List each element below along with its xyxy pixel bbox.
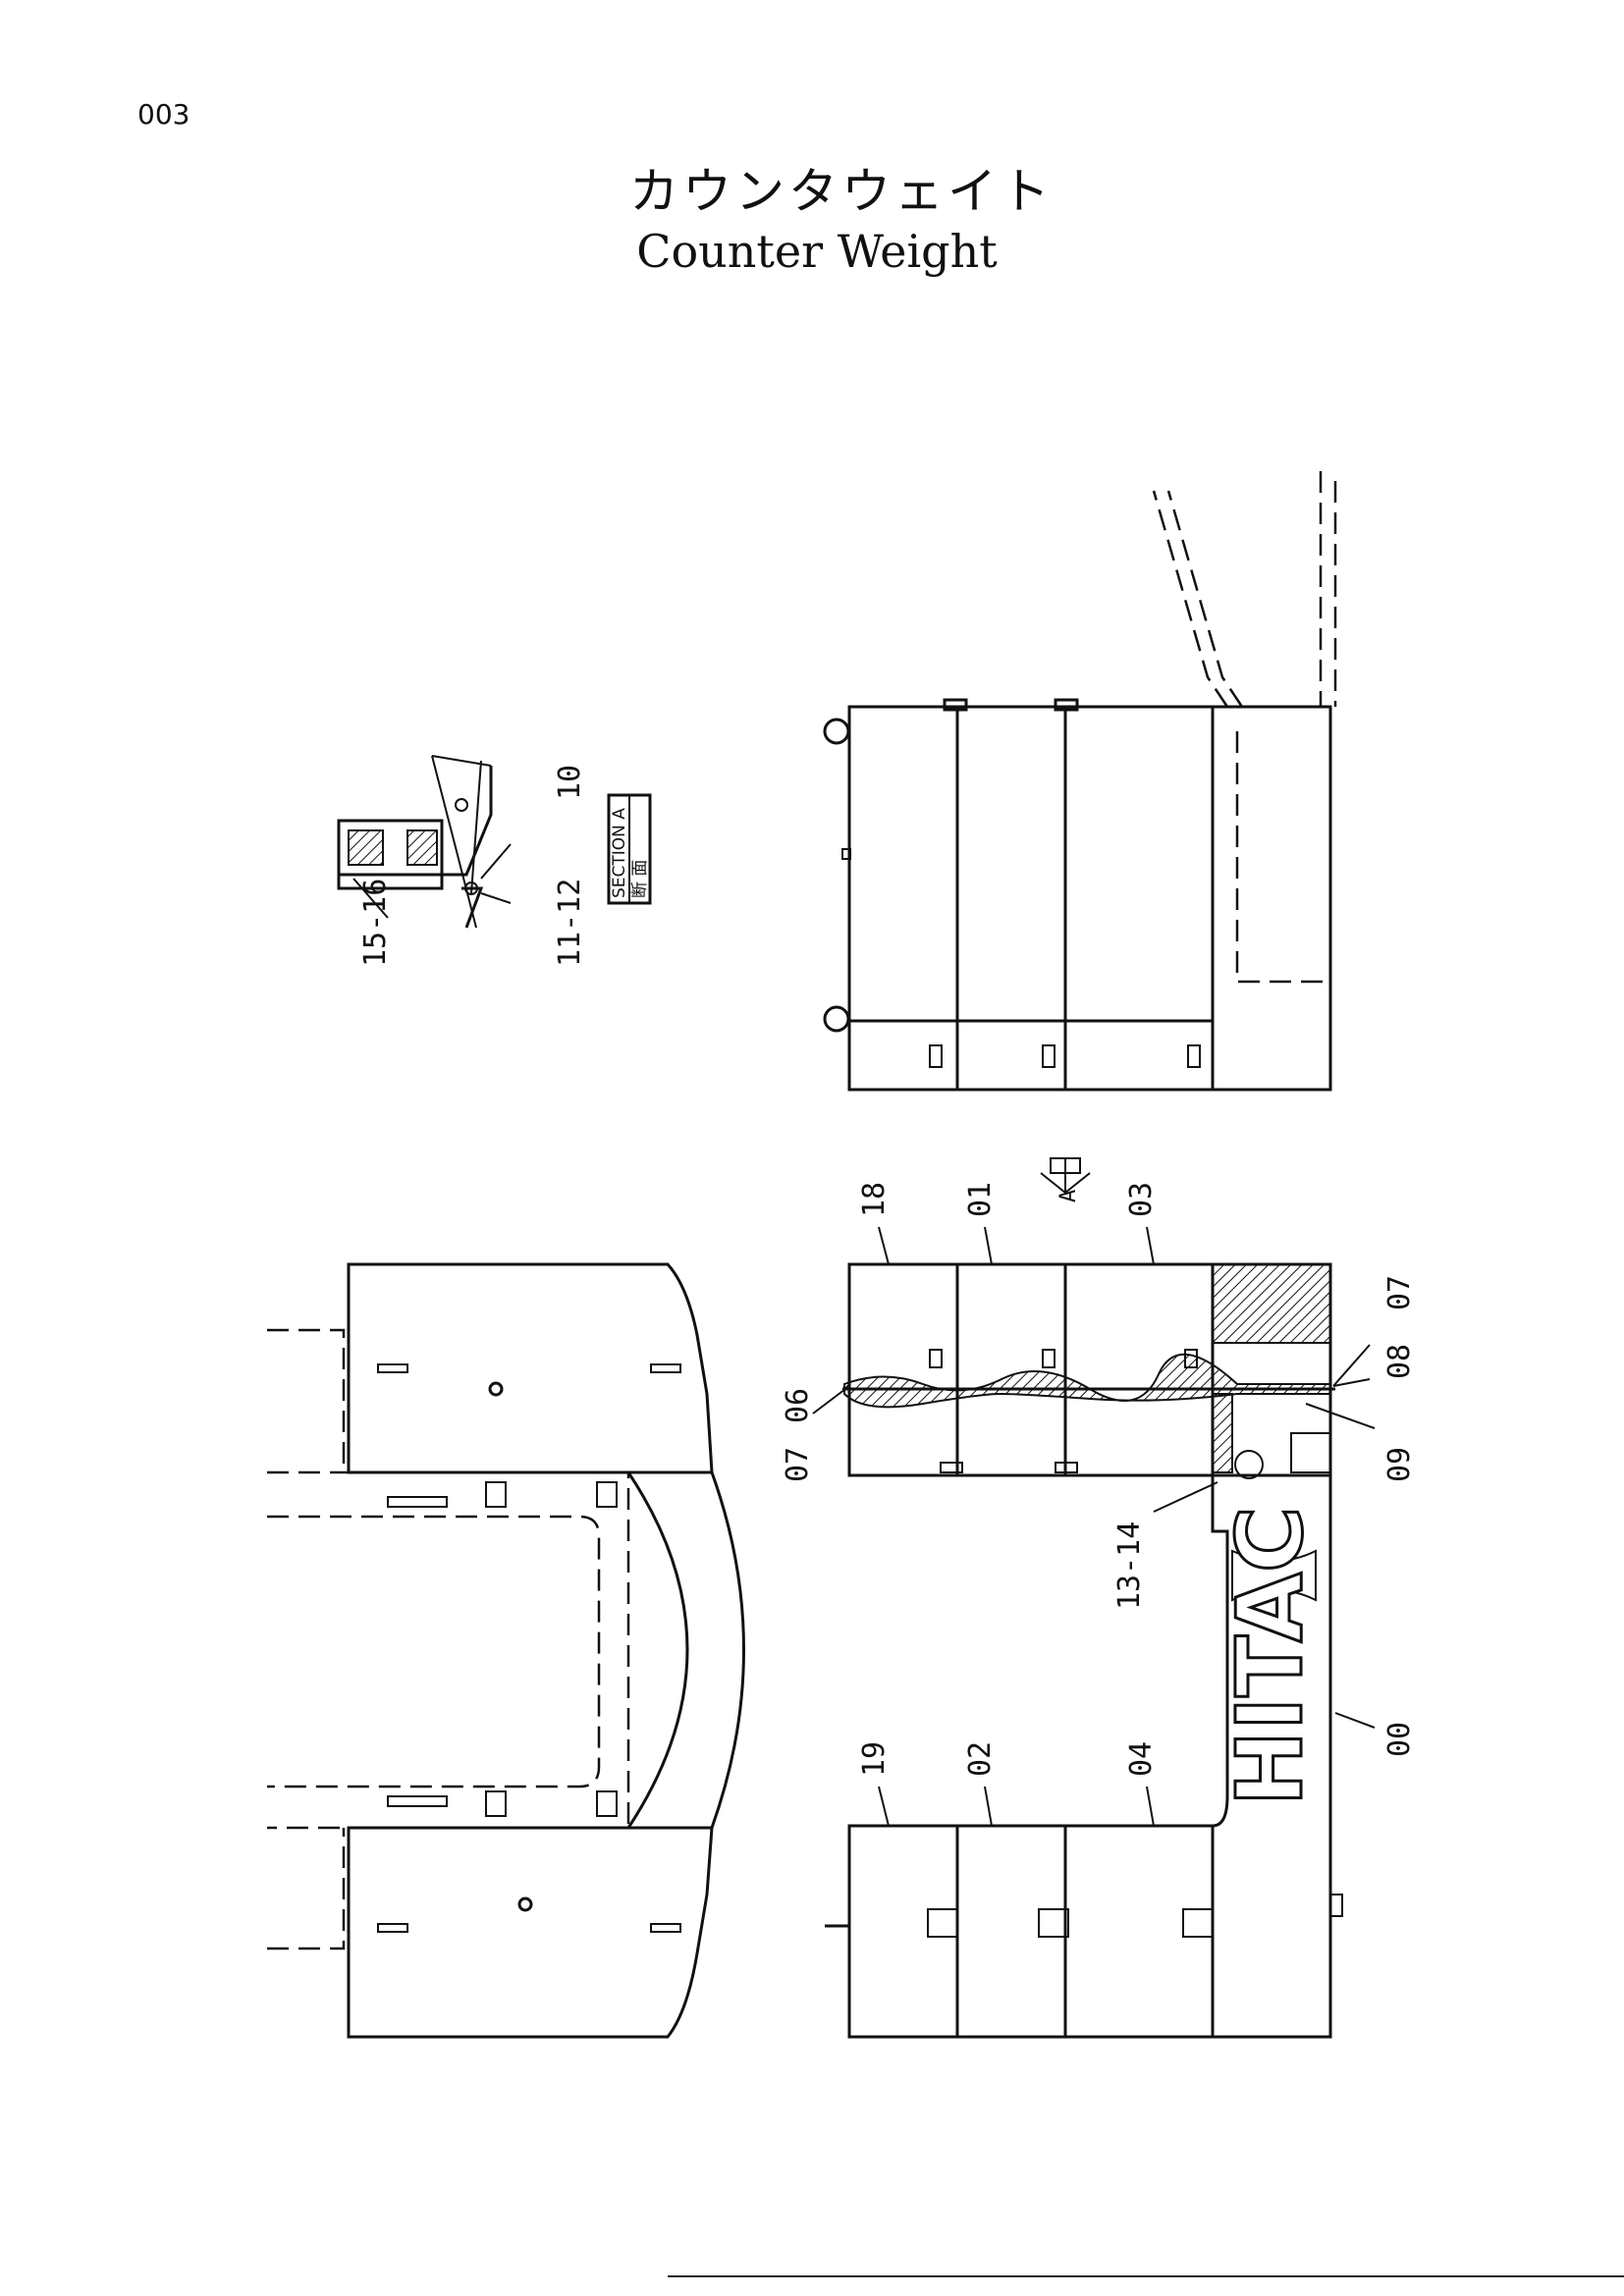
callout-07-left: 07 xyxy=(781,1447,815,1482)
title-english: Counter Weight xyxy=(636,225,998,278)
callout-07-right: 07 xyxy=(1382,1275,1417,1310)
section-a-label: SECTION A xyxy=(610,808,629,898)
callout-11-12: 11-12 xyxy=(553,879,587,967)
callout-18: 18 xyxy=(857,1182,892,1217)
callout-01: 01 xyxy=(963,1182,998,1217)
section-a-marker: A xyxy=(1056,1190,1081,1202)
page-number: 003 xyxy=(137,98,190,131)
callout-10: 10 xyxy=(553,765,587,800)
section-a-detail xyxy=(337,755,652,929)
callout-15-16: 15-16 xyxy=(358,879,393,967)
callout-09: 09 xyxy=(1382,1447,1417,1482)
front-view xyxy=(812,1157,1376,2039)
callout-19: 19 xyxy=(857,1741,892,1777)
top-view xyxy=(267,1262,745,2039)
callout-04: 04 xyxy=(1124,1741,1159,1777)
brand-text: HITAC xyxy=(1218,1506,1323,1806)
section-a-jp-label: 断 面 xyxy=(630,860,650,898)
callout-02: 02 xyxy=(963,1741,998,1777)
title-japanese: カウンタウェイト xyxy=(629,163,1054,220)
bottom-rule xyxy=(668,2275,1624,2277)
title-block: カウンタウェイト Counter Weight xyxy=(0,152,1624,278)
callout-06: 06 xyxy=(781,1388,815,1423)
callout-03: 03 xyxy=(1124,1182,1159,1217)
side-view xyxy=(823,471,1337,1092)
callout-08: 08 xyxy=(1382,1344,1417,1379)
callout-00: 00 xyxy=(1382,1722,1417,1757)
callout-13-14: 13-14 xyxy=(1112,1522,1147,1610)
